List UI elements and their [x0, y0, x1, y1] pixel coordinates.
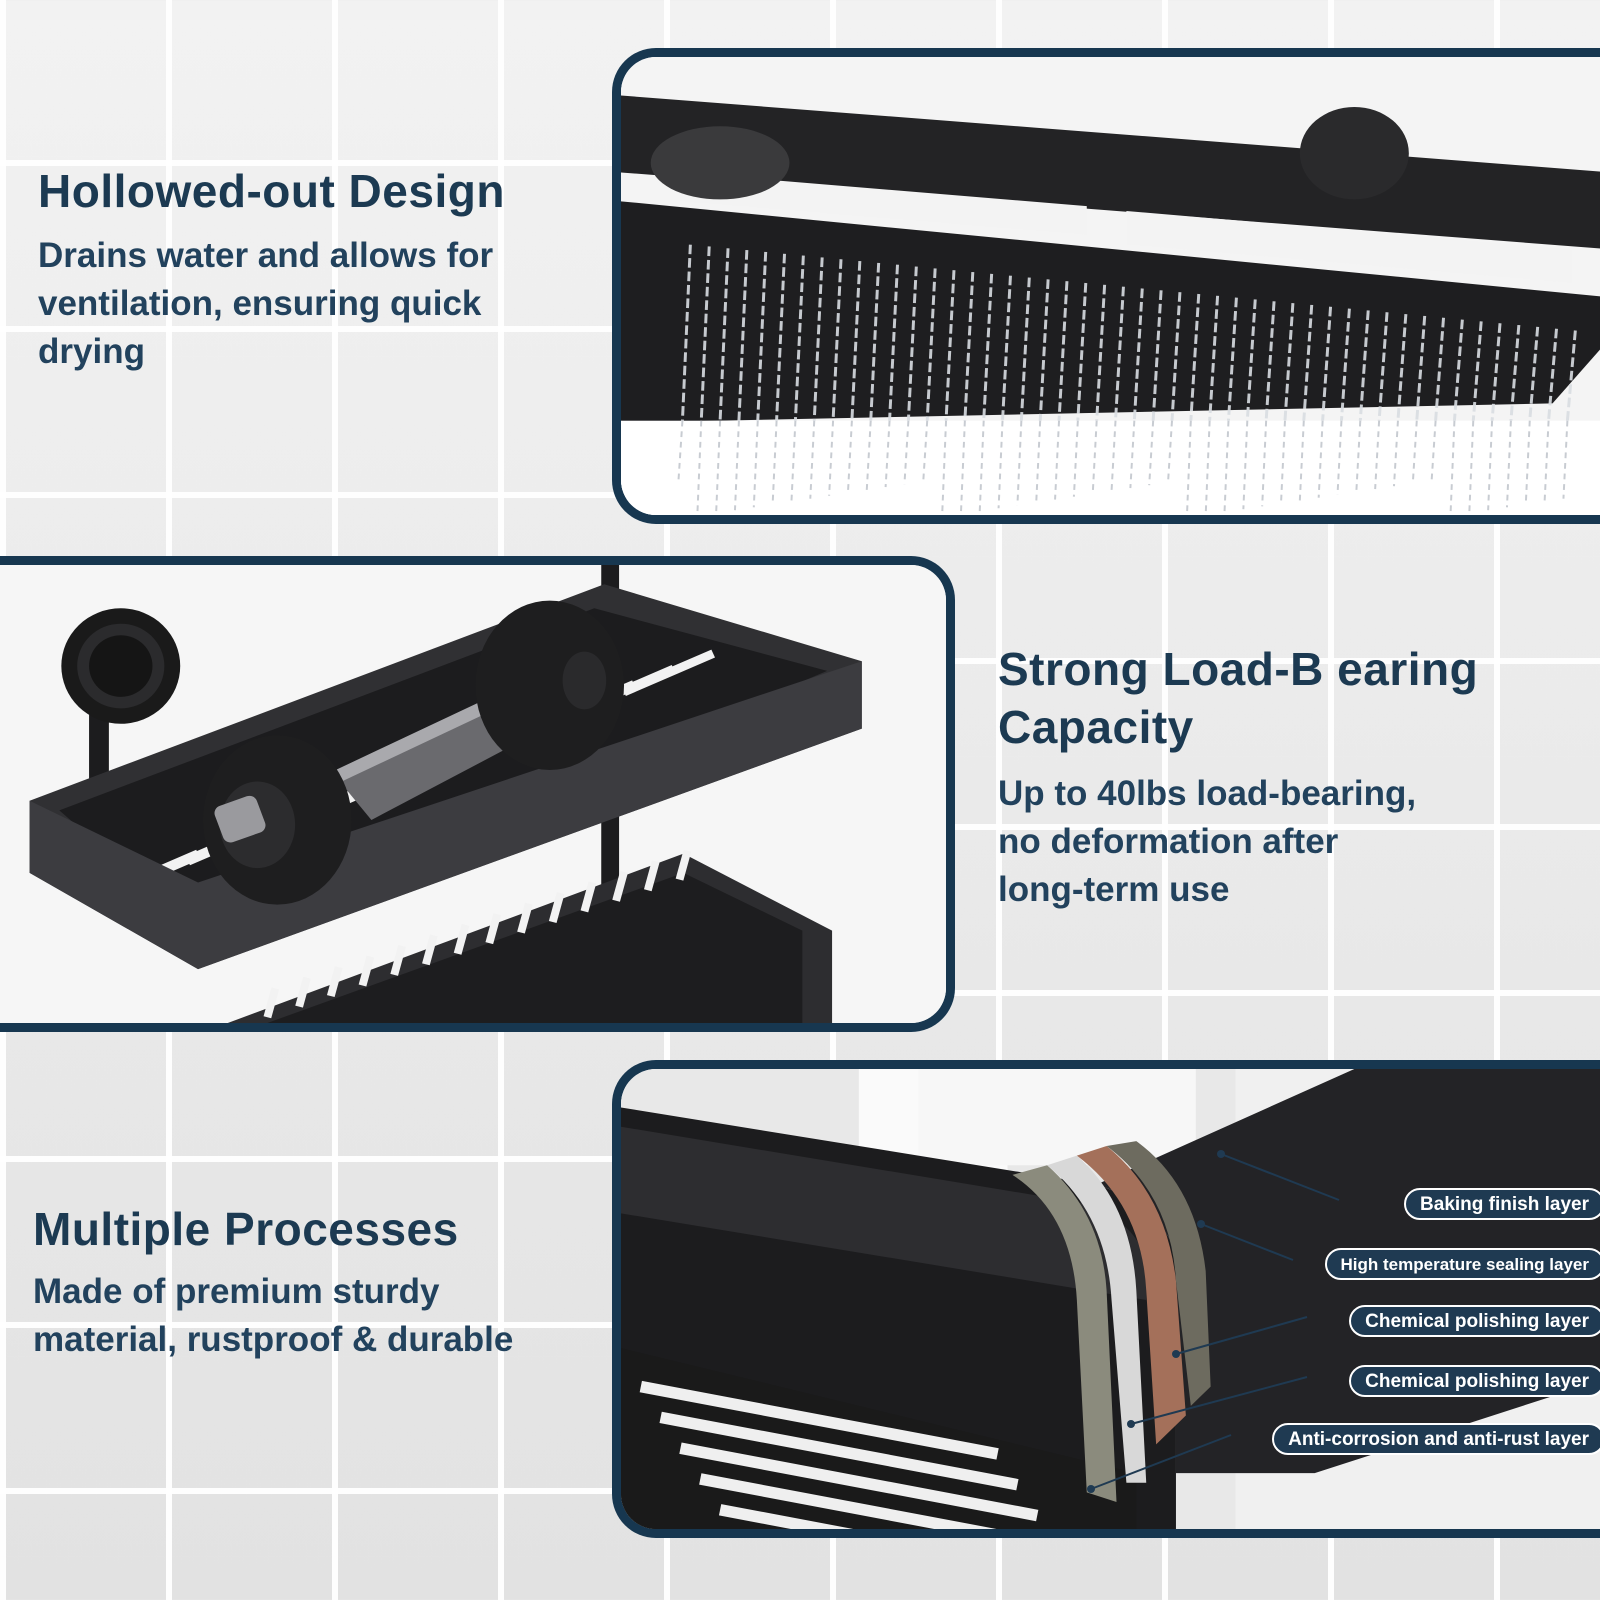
- suction-cup-icon: [61, 608, 181, 724]
- feature-description-line: Made of premium sturdy: [33, 1272, 440, 1311]
- feature-load-bearing: Strong Load-B earing Capacity Up to 40lb…: [998, 640, 1588, 914]
- material-layers-photo: Baking finish layer High temperature sea…: [612, 1060, 1600, 1538]
- feature-description-line: long-term use: [998, 870, 1230, 909]
- water-spray-icon: [621, 57, 1600, 515]
- feature-description-line: drying: [38, 332, 145, 371]
- suction-cup-icon: [1299, 107, 1409, 200]
- feature-title-line: Capacity: [998, 701, 1194, 753]
- load-bearing-photo: [0, 556, 955, 1032]
- feature-hollowed-out: Hollowed-out Design Drains water and all…: [38, 162, 598, 376]
- feature-title: Multiple Processes: [33, 1203, 459, 1255]
- suction-cup-icon: [650, 126, 790, 200]
- feature-description-line: Up to 40lbs load-bearing,: [998, 774, 1417, 813]
- feature-description-line: material, rustproof & durable: [33, 1320, 514, 1359]
- feature-title-line: Strong Load-B earing: [998, 643, 1479, 695]
- feature-description-line: no deformation after: [998, 822, 1339, 861]
- feature-description-line: Drains water and allows for: [38, 236, 494, 275]
- feature-title: Hollowed-out Design: [38, 165, 505, 217]
- hollowed-design-photo: [612, 48, 1600, 524]
- feature-description-line: ventilation, ensuring quick: [38, 284, 482, 323]
- feature-multiple-processes: Multiple Processes Made of premium sturd…: [33, 1200, 603, 1364]
- dumbbell-icon: [202, 600, 625, 905]
